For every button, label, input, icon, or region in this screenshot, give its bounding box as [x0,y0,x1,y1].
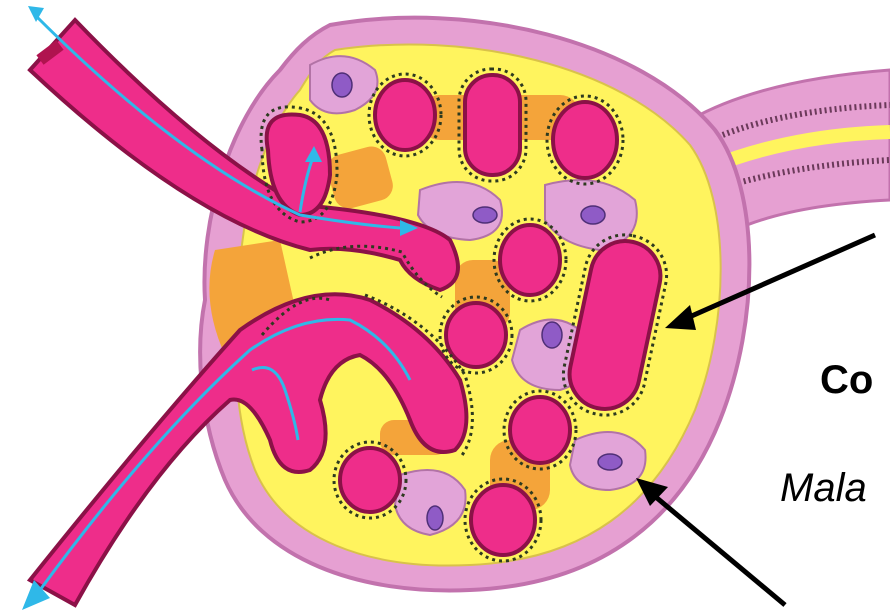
capillary-label: Co [820,360,873,400]
malpighian-label: Mala [780,468,867,508]
